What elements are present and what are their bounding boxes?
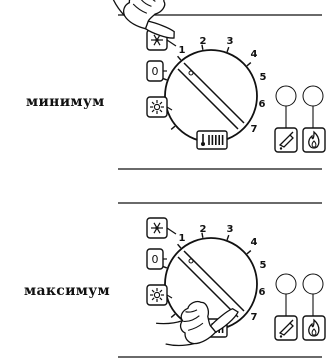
dial-number-5: 5 [260,72,267,83]
tap-water-icon [274,127,298,153]
pointing-hand-icon [156,300,239,347]
dial-tick-6 [226,234,230,241]
flame-icon [302,315,326,341]
dial-tick-4 [177,243,182,249]
snowflake-icon [151,222,163,234]
dial-number-5: 5 [260,260,267,271]
dial-number-2: 2 [200,224,207,235]
pointing-hand-icon [109,0,175,39]
label-minimum: минимум [26,94,105,110]
frost-leader [166,39,177,47]
dial-number-1: 1 [179,233,186,244]
dial-number-6: 6 [259,99,266,110]
dial-number-1: 1 [179,45,186,56]
dial-knob-edge-b [183,62,245,124]
dial-tick-1 [170,125,176,130]
dial-tick-5 [201,44,204,50]
dial-number-4: 4 [251,237,258,248]
dial-tick-6 [226,46,230,53]
dial-knob-edge-a [177,256,239,318]
flame-icon [302,127,326,153]
snowflake-icon [151,34,163,46]
zero-label: 0 [152,65,159,78]
frost-leader [166,227,177,235]
tap-water-icon [274,315,298,341]
dial-tick-5 [201,232,204,238]
indicator-lamp-right [302,85,324,107]
control-panel-1: 1 2 3 4 5 6 7 0 [109,0,326,170]
dial-pointer-mark [188,70,194,76]
sun-icon [150,288,164,302]
dial-tick-7 [246,250,252,255]
dial-knob-edge-b [183,250,245,312]
temperature-dial [164,237,258,331]
dial-number-6: 6 [259,287,266,298]
dial-tick-4 [177,55,182,61]
indicator-lamp-left [275,273,297,295]
sun-leader [166,106,173,111]
zero-label: 0 [152,253,159,266]
control-panel-2: 1 2 3 4 5 6 7 0 [118,202,326,358]
dial-number-7: 7 [251,124,258,135]
dial-number-4: 4 [251,49,258,60]
dial-number-2: 2 [200,36,207,47]
dial-tick-7 [246,62,252,67]
dial-tick-1 [170,313,176,318]
indicator-lamp-left [275,85,297,107]
dial-number-3: 3 [227,36,234,47]
sun-leader [166,294,173,299]
label-maximum: максимум [24,283,110,299]
dial-number-7: 7 [251,312,258,323]
radiator-thermometer-icon [196,130,228,150]
dial-pointer-mark [188,258,194,264]
indicator-lamp-right [302,273,324,295]
sun-icon [150,100,164,114]
dial-number-3: 3 [227,224,234,235]
dial-knob-edge-a [177,68,239,130]
temperature-dial [164,49,258,143]
